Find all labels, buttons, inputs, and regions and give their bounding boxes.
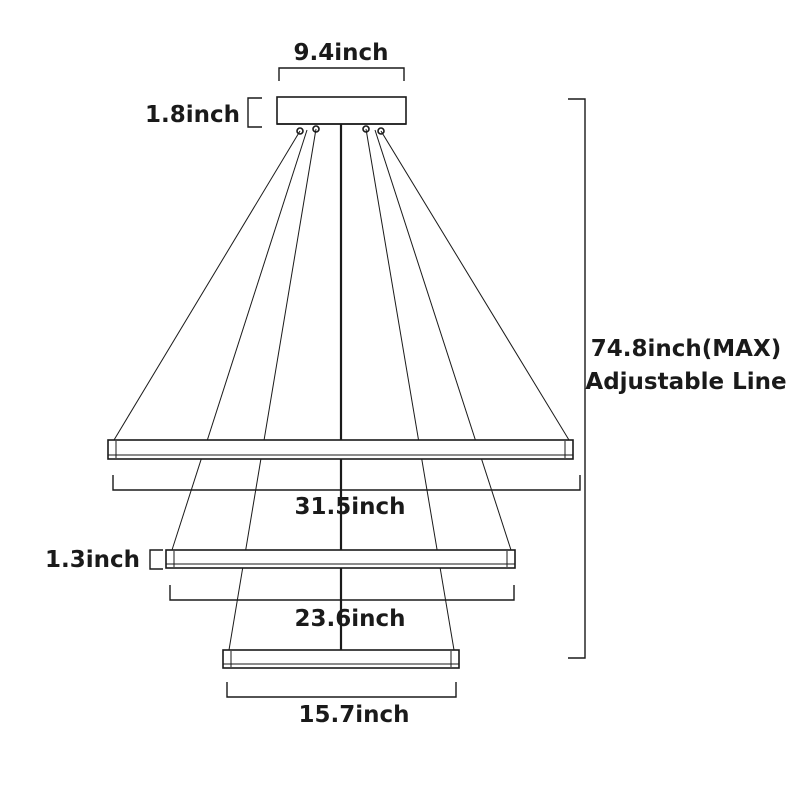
ceiling-canopy bbox=[276, 96, 407, 125]
ring-large-width-label: 31.5inch bbox=[294, 494, 405, 520]
ring-thickness-bracket bbox=[149, 549, 163, 570]
ring-medium-width-bracket bbox=[169, 585, 515, 601]
total-height-bracket bbox=[568, 98, 586, 659]
canopy-height-label: 1.8inch bbox=[145, 102, 240, 128]
ring-medium bbox=[165, 549, 516, 569]
ring-thickness-label: 1.3inch bbox=[45, 547, 140, 573]
ring-small-width-label: 15.7inch bbox=[298, 702, 409, 728]
ring-small bbox=[222, 649, 460, 669]
ring-large bbox=[107, 439, 574, 460]
ring-small-width-bracket bbox=[226, 682, 457, 698]
canopy-width-bracket bbox=[278, 67, 405, 81]
max-height-label: 74.8inch(MAX) bbox=[591, 336, 781, 362]
ring-medium-width-label: 23.6inch bbox=[294, 606, 405, 632]
adjustable-line-label: Adjustable Line bbox=[585, 369, 786, 395]
canopy-width-label: 9.4inch bbox=[293, 40, 388, 66]
canopy-height-bracket bbox=[247, 97, 262, 128]
ring-large-width-bracket bbox=[112, 475, 581, 491]
